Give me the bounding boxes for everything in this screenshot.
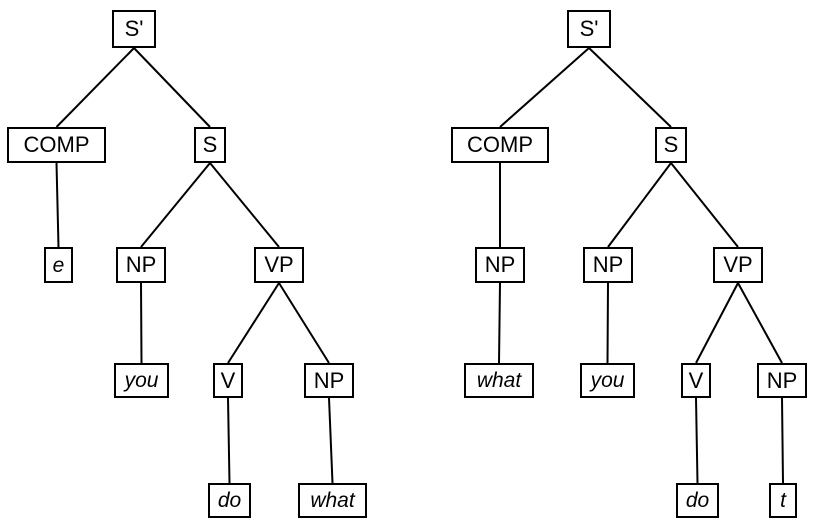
tree-node-r_do: do: [676, 483, 719, 518]
tree-node-l_e: e: [44, 247, 73, 283]
tree-node-r_sbar: S': [567, 10, 611, 48]
tree-node-r_np1: NP: [583, 247, 633, 283]
node-label: do: [217, 489, 242, 512]
tree-edge-r_vp-to-r_np2: [737, 282, 783, 364]
tree-edge-l_sbar-to-l_s: [133, 47, 211, 128]
tree-node-l_v: V: [213, 363, 243, 398]
tree-node-r_s: S: [655, 127, 687, 163]
tree-edge-l_comp-to-l_e: [55, 162, 60, 248]
node-label: V: [220, 367, 236, 393]
node-label: S: [202, 132, 218, 157]
tree-edge-r_np1-to-r_you: [606, 282, 609, 364]
node-label: COMP: [23, 132, 90, 157]
tree-edge-l_sbar-to-l_comp: [55, 47, 135, 128]
node-label: you: [590, 369, 625, 392]
tree-node-l_what: what: [298, 483, 367, 518]
tree-node-r_np0: NP: [475, 247, 525, 283]
tree-edge-l_np2-to-l_what: [328, 397, 334, 484]
node-label: S': [124, 16, 144, 41]
node-label: what: [310, 489, 355, 512]
tree-node-l_sbar: S': [112, 10, 156, 48]
tree-edge-r_s-to-r_np1: [607, 162, 672, 248]
tree-node-r_you: you: [580, 363, 635, 398]
tree-edge-l_v-to-l_do: [227, 397, 231, 484]
node-label: VP: [264, 252, 294, 277]
node-label: t: [780, 489, 786, 512]
tree-node-l_do: do: [208, 483, 251, 518]
node-label: COMP: [467, 132, 533, 157]
node-label: S': [579, 16, 599, 41]
tree-node-r_v: V: [681, 363, 711, 398]
tree-edge-r_np0-to-r_what: [498, 282, 501, 364]
node-label: VP: [723, 252, 753, 277]
tree-node-l_comp: COMP: [7, 127, 106, 163]
node-label: NP: [766, 367, 798, 393]
tree-node-r_np2: NP: [757, 363, 807, 398]
tree-node-l_s: S: [194, 127, 226, 163]
tree-node-l_you: you: [114, 363, 169, 398]
tree-node-l_np2: NP: [304, 363, 354, 398]
node-label: do: [685, 489, 710, 512]
tree-node-r_comp: COMP: [451, 127, 549, 163]
tree-node-r_what: what: [464, 363, 534, 398]
node-label: NP: [592, 252, 624, 277]
tree-node-l_np1: NP: [116, 247, 166, 283]
tree-edge-r_v-to-r_do: [695, 397, 699, 484]
tree-node-r_t: t: [769, 483, 797, 518]
tree-edge-l_vp-to-l_np2: [278, 282, 330, 364]
node-label: you: [124, 369, 159, 392]
node-label: NP: [484, 252, 516, 277]
node-label: V: [688, 367, 704, 393]
tree-edge-l_np1-to-l_you: [140, 282, 143, 364]
tree-edge-r_sbar-to-r_comp: [499, 47, 590, 128]
tree-edge-r_np2-to-r_t: [781, 397, 784, 484]
node-label: NP: [313, 367, 345, 393]
node-label: what: [476, 369, 522, 392]
node-label: e: [52, 253, 65, 277]
tree-edge-r_s-to-r_vp: [670, 162, 739, 248]
tree-edge-r_sbar-to-r_s: [588, 47, 672, 128]
tree-node-l_vp: VP: [254, 247, 304, 283]
tree-edge-l_vp-to-l_v: [227, 282, 280, 364]
tree-edge-l_s-to-l_vp: [209, 162, 280, 248]
node-label: NP: [125, 252, 157, 277]
tree-edge-r_vp-to-r_v: [695, 282, 739, 364]
node-label: S: [663, 132, 679, 157]
tree-node-r_vp: VP: [713, 247, 763, 283]
tree-edge-l_s-to-l_np1: [140, 162, 211, 248]
